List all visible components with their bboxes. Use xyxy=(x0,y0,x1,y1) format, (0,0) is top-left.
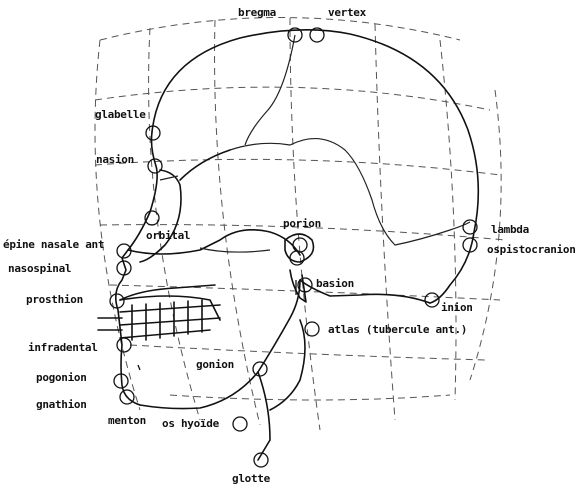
label-nasion: nasion xyxy=(96,153,134,166)
label-atlas: atlas (tubercule ant.) xyxy=(328,323,467,336)
label-bregma: bregma xyxy=(238,6,276,19)
label-epine-nasale-ant: épine nasale ant xyxy=(3,238,104,251)
label-orbital: orbital xyxy=(146,229,190,242)
landmark-markers xyxy=(110,28,477,467)
label-os-hyoide: os hyoïde xyxy=(162,417,220,430)
landmark-labels: bregma vertex glabelle nasion orbital po… xyxy=(3,6,576,485)
label-lambda: lambda xyxy=(491,223,529,236)
label-gnathion: gnathion xyxy=(36,398,87,411)
label-pogonion: pogonion xyxy=(36,371,87,384)
os-hyoide-marker xyxy=(233,417,247,431)
label-basion: basion xyxy=(316,277,354,290)
label-ospistocranion: ospistocranion xyxy=(487,243,576,256)
label-porion: porion xyxy=(283,217,321,230)
label-nasospinal: nasospinal xyxy=(8,262,71,275)
label-glotte: glotte xyxy=(232,472,271,485)
porion-lower-marker xyxy=(290,251,304,265)
label-infradental: infradental xyxy=(28,341,98,354)
label-vertex: vertex xyxy=(328,6,367,19)
label-menton: menton xyxy=(108,414,146,427)
label-inion: inion xyxy=(441,301,473,314)
label-glabelle: glabelle xyxy=(95,108,146,121)
label-gonion: gonion xyxy=(196,358,234,371)
label-prosthion: prosthion xyxy=(26,293,83,306)
infradental-marker xyxy=(117,338,131,352)
atlas-marker xyxy=(305,322,319,336)
